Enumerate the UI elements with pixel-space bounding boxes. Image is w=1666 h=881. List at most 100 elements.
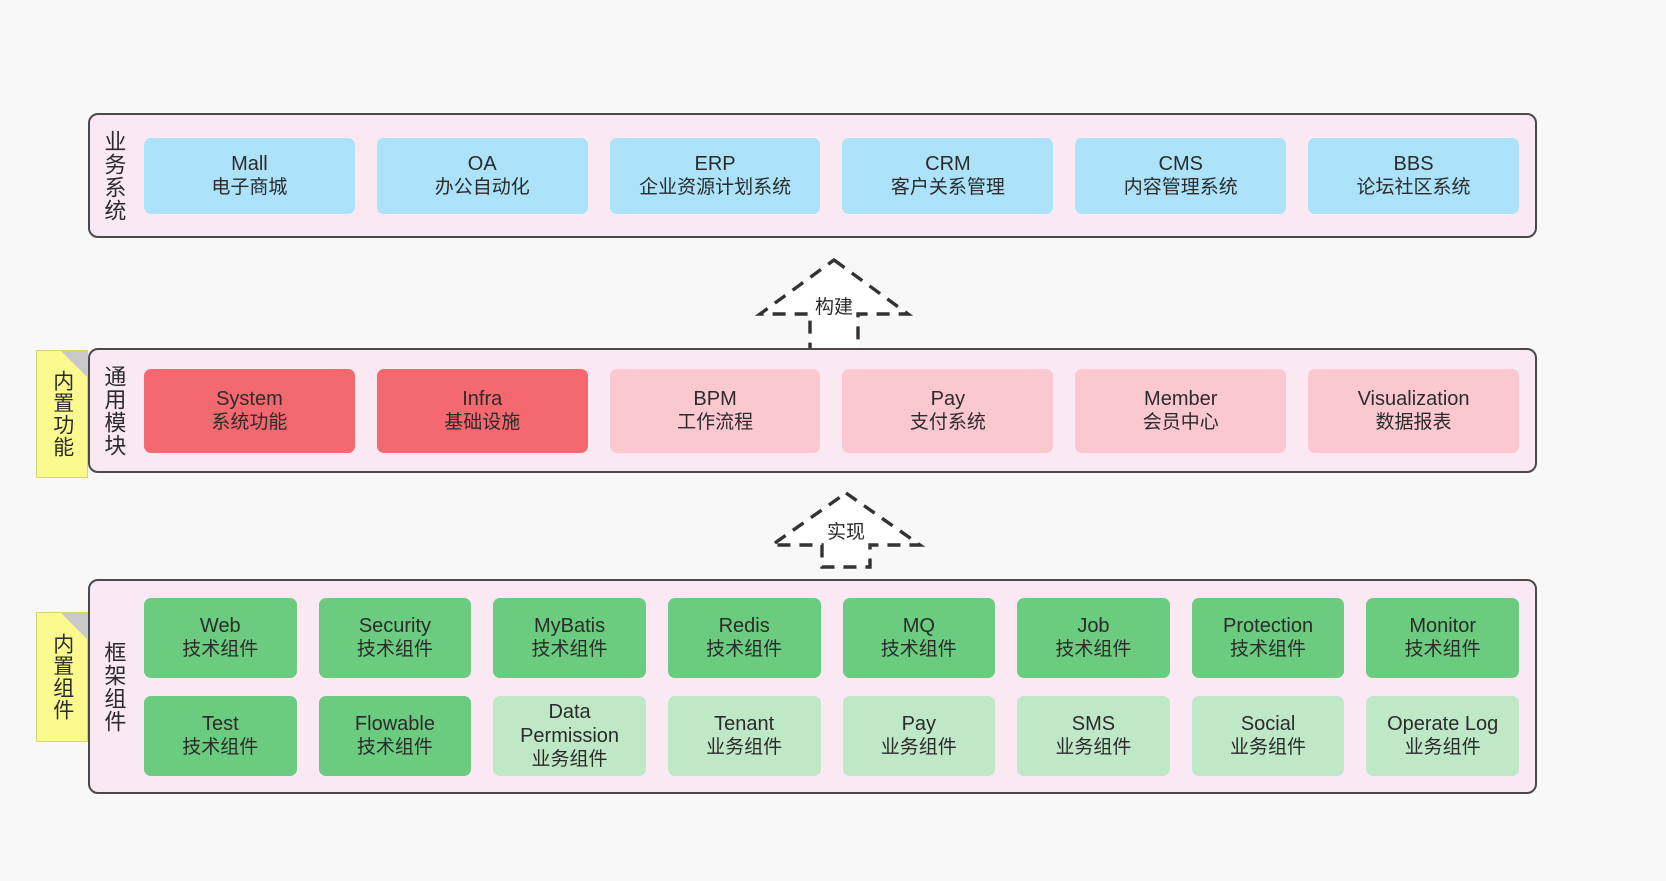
card-infra[interactable]: Infra 基础设施 [376, 368, 588, 453]
layer-body-business-systems: Mall 电子商城 OA 办公自动化 ERP 企业资源计划系统 CRM 客户关系… [136, 115, 1535, 236]
card-subtitle: 技术组件 [706, 639, 783, 661]
card-mall[interactable]: Mall 电子商城 [144, 137, 355, 214]
card-title: CRM [925, 152, 971, 175]
sticky-note-label: 内置功能 [50, 370, 74, 458]
card-redis[interactable]: Redis 技术组件 [667, 597, 821, 678]
card-subtitle: 业务组件 [531, 749, 608, 771]
card-oa[interactable]: OA 办公自动化 [376, 137, 588, 214]
card-cms[interactable]: CMS 内容管理系统 [1075, 137, 1287, 214]
card-operate-log[interactable]: Operate Log 业务组件 [1366, 695, 1519, 776]
card-title: Web [199, 614, 241, 637]
card-subtitle: 基础设施 [444, 412, 521, 434]
card-system[interactable]: System 系统功能 [144, 368, 355, 453]
card-subtitle: 技术组件 [182, 737, 259, 759]
card-title: Test [201, 712, 239, 735]
card-title: Member [1144, 387, 1218, 410]
card-subtitle: 客户关系管理 [890, 177, 1005, 199]
layer-business-systems: 业务系统 Mall 电子商城 OA 办公自动化 ERP 企业资源计划系统 CRM… [88, 113, 1537, 238]
card-flowable[interactable]: Flowable 技术组件 [318, 695, 472, 776]
card-subtitle: 电子商城 [211, 177, 288, 199]
card-social[interactable]: Social 业务组件 [1191, 695, 1345, 776]
card-subtitle: 内容管理系统 [1123, 177, 1238, 199]
card-subtitle: 办公自动化 [434, 177, 530, 199]
card-title: BBS [1393, 152, 1434, 175]
card-title: MyBatis [534, 614, 606, 637]
card-title: Mall [231, 152, 268, 175]
layer-framework-components: 框架组件 Web 技术组件 Security 技术组件 MyBatis 技术组件… [88, 579, 1537, 794]
card-subtitle: 支付系统 [909, 412, 986, 434]
layer-title-common-modules: 通用模块 [101, 364, 127, 457]
card-title: System [216, 387, 283, 410]
card-title: MQ [902, 614, 935, 637]
card-erp[interactable]: ERP 企业资源计划系统 [609, 137, 821, 214]
card-subtitle: 业务组件 [880, 737, 957, 759]
card-data-permission[interactable]: Data Permission 业务组件 [493, 695, 646, 776]
card-web[interactable]: Web 技术组件 [144, 597, 297, 678]
card-title: Pay [930, 387, 966, 410]
card-subtitle: 论坛社区系统 [1356, 177, 1471, 199]
card-title: Data Permission [520, 700, 620, 747]
card-title: OA [467, 152, 497, 175]
card-row: Web 技术组件 Security 技术组件 MyBatis 技术组件 Redi… [144, 597, 1519, 678]
card-title: Operate Log [1387, 712, 1499, 735]
hollow-dashed-up-arrow-icon [754, 257, 914, 352]
card-monitor[interactable]: Monitor 技术组件 [1366, 597, 1519, 678]
card-visualization[interactable]: Visualization 数据报表 [1308, 368, 1519, 453]
card-title: ERP [694, 152, 736, 175]
card-title: Protection [1223, 614, 1314, 637]
card-title: Tenant [714, 712, 775, 735]
card-security[interactable]: Security 技术组件 [318, 597, 472, 678]
card-mq[interactable]: MQ 技术组件 [842, 597, 996, 678]
card-sms[interactable]: SMS 业务组件 [1017, 695, 1170, 776]
card-pay-component[interactable]: Pay 业务组件 [842, 695, 996, 776]
card-subtitle: 会员中心 [1142, 412, 1219, 434]
card-crm[interactable]: CRM 客户关系管理 [842, 137, 1054, 214]
card-title: Security [358, 614, 432, 637]
card-row: Test 技术组件 Flowable 技术组件 Data Permission … [144, 695, 1519, 776]
card-subtitle: 技术组件 [531, 639, 608, 661]
card-title: Flowable [354, 712, 435, 735]
layer-title-framework-components: 框架组件 [101, 640, 127, 733]
card-subtitle: 系统功能 [211, 412, 288, 434]
card-subtitle: 企业资源计划系统 [639, 177, 792, 199]
card-subtitle: 技术组件 [356, 737, 433, 759]
sticky-note-builtin-function: 内置功能 [36, 350, 88, 478]
card-subtitle: 技术组件 [880, 639, 957, 661]
card-subtitle: 技术组件 [356, 639, 433, 661]
card-subtitle: 业务组件 [706, 737, 783, 759]
layer-body-framework-components: Web 技术组件 Security 技术组件 MyBatis 技术组件 Redi… [136, 581, 1535, 792]
sticky-note-label: 内置组件 [50, 633, 74, 721]
card-subtitle: 数据报表 [1375, 412, 1452, 434]
layer-common-modules: 通用模块 System 系统功能 Infra 基础设施 BPM 工作流程 Pay… [88, 348, 1537, 473]
card-subtitle: 业务组件 [1230, 737, 1307, 759]
card-pay-module[interactable]: Pay 支付系统 [842, 368, 1054, 453]
card-tenant[interactable]: Tenant 业务组件 [667, 695, 821, 776]
layer-title-business-systems: 业务系统 [101, 129, 127, 222]
card-title: Pay [901, 712, 937, 735]
card-title: Infra [462, 387, 503, 410]
card-member[interactable]: Member 会员中心 [1075, 368, 1287, 453]
card-subtitle: 业务组件 [1404, 737, 1481, 759]
card-title: Social [1240, 712, 1296, 735]
card-title: Monitor [1409, 614, 1477, 637]
arrow-build: 构建 [754, 256, 914, 352]
card-bbs[interactable]: BBS 论坛社区系统 [1308, 137, 1519, 214]
card-subtitle: 业务组件 [1055, 737, 1132, 759]
card-subtitle: 技术组件 [1055, 639, 1132, 661]
hollow-dashed-up-arrow-icon [766, 490, 926, 569]
card-title: BPM [693, 387, 737, 410]
card-protection[interactable]: Protection 技术组件 [1191, 597, 1345, 678]
card-job[interactable]: Job 技术组件 [1017, 597, 1170, 678]
card-mybatis[interactable]: MyBatis 技术组件 [493, 597, 646, 678]
card-bpm[interactable]: BPM 工作流程 [609, 368, 821, 453]
layer-body-common-modules: System 系统功能 Infra 基础设施 BPM 工作流程 Pay 支付系统… [136, 350, 1535, 471]
card-row: System 系统功能 Infra 基础设施 BPM 工作流程 Pay 支付系统… [144, 368, 1519, 453]
card-title: Visualization [1357, 387, 1470, 410]
card-title: SMS [1071, 712, 1116, 735]
arrow-implement: 实现 [766, 489, 926, 569]
card-title: Redis [718, 614, 770, 637]
card-test[interactable]: Test 技术组件 [144, 695, 297, 776]
card-subtitle: 技术组件 [1404, 639, 1481, 661]
card-subtitle: 技术组件 [182, 639, 259, 661]
